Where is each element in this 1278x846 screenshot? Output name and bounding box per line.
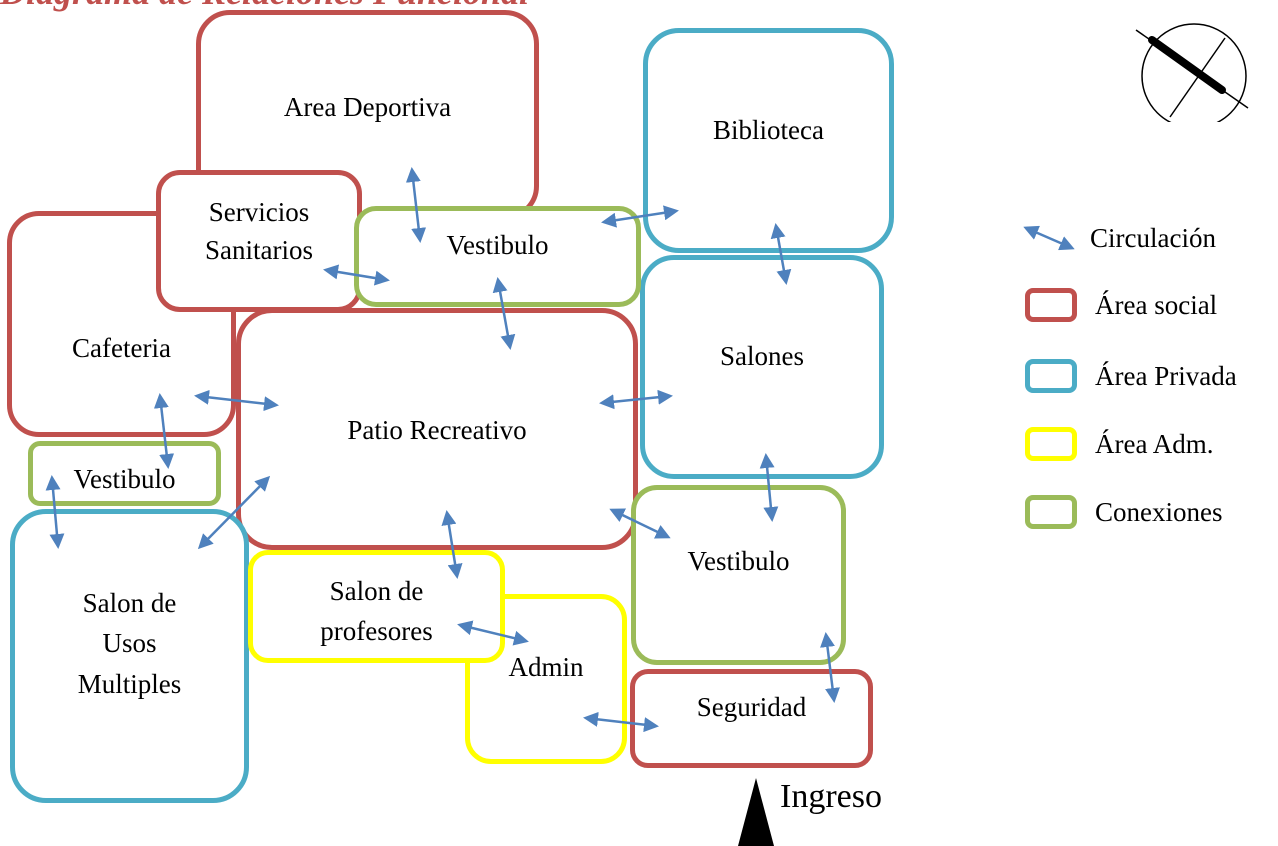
circulation-arrow <box>457 620 529 646</box>
circulation-arrow <box>323 264 390 286</box>
label-salon-profesores-1: Salon de <box>329 576 424 606</box>
room-biblioteca <box>643 28 894 253</box>
label-vestibulo-left: Vestibulo <box>73 464 176 494</box>
circulation-arrow <box>197 475 271 550</box>
label-vestibulo-top: Vestibulo <box>446 230 549 260</box>
circulation-arrow <box>609 508 671 539</box>
legend-item-area-privada: Área Privada <box>1025 356 1237 396</box>
legend-swatch-conexiones <box>1025 495 1077 529</box>
label-servicios-sanitarios-2: Sanitarios <box>205 235 313 265</box>
room-patio-recreativo <box>236 308 638 550</box>
label-admin: Admin <box>508 652 584 682</box>
label-area-deportiva: Area Deportiva <box>283 92 452 122</box>
circulation-arrow <box>492 277 516 350</box>
room-seguridad <box>630 669 873 768</box>
legend-label-conexiones: Conexiones <box>1095 496 1223 527</box>
legend-item-circulacion: Circulación <box>1020 218 1216 258</box>
legend-label-area-privada: Área Privada <box>1095 360 1237 391</box>
legend-label-area-adm: Área Adm. <box>1095 428 1214 459</box>
circulation-arrow <box>405 167 427 243</box>
label-cafeteria: Cafeteria <box>72 333 171 363</box>
circulation-arrow <box>583 711 659 733</box>
page-title-fragment: Diagrama de Relaciones Funcional <box>0 0 560 12</box>
legend-swatch-social <box>1025 288 1077 322</box>
legend-swatch-adm <box>1025 427 1077 461</box>
legend-item-area-adm: Área Adm. <box>1025 424 1213 464</box>
entry-arrow-icon <box>738 778 774 846</box>
label-biblioteca: Biblioteca <box>713 115 824 145</box>
circulation-arrow <box>153 393 175 469</box>
label-salon-usos-1: Salon de <box>82 588 177 618</box>
label-salones: Salones <box>720 341 804 371</box>
legend-item-area-social: Área social <box>1025 285 1217 325</box>
legend-item-conexiones: Conexiones <box>1025 492 1223 532</box>
label-salon-usos-3: Multiples <box>77 669 182 699</box>
circulation-arrow <box>45 475 65 549</box>
circulation-arrow <box>820 632 840 703</box>
circulation-arrow <box>601 205 679 228</box>
circulation-arrow <box>441 510 463 579</box>
room-salon-usos-multiples <box>10 509 249 803</box>
label-vestibulo-right: Vestibulo <box>687 546 790 576</box>
label-salon-usos-2: Usos <box>102 628 157 658</box>
circulation-arrow <box>770 223 792 285</box>
label-patio-recreativo: Patio Recreativo <box>347 415 527 445</box>
legend-label-area-social: Área social <box>1095 289 1218 320</box>
compass-north-icon <box>1135 23 1249 122</box>
circulation-arrow <box>194 389 279 412</box>
label-ingreso: Ingreso <box>780 778 882 815</box>
label-salon-profesores-2: profesores <box>320 616 433 646</box>
circulation-arrow <box>759 453 779 522</box>
label-servicios-sanitarios-1: Servicios <box>208 197 310 227</box>
legend-label-circulacion: Circulación <box>1090 222 1216 253</box>
circulation-arrow <box>599 389 673 410</box>
label-seguridad: Seguridad <box>696 692 807 722</box>
double-arrow-icon <box>1023 225 1075 251</box>
legend-swatch-privada <box>1025 359 1077 393</box>
